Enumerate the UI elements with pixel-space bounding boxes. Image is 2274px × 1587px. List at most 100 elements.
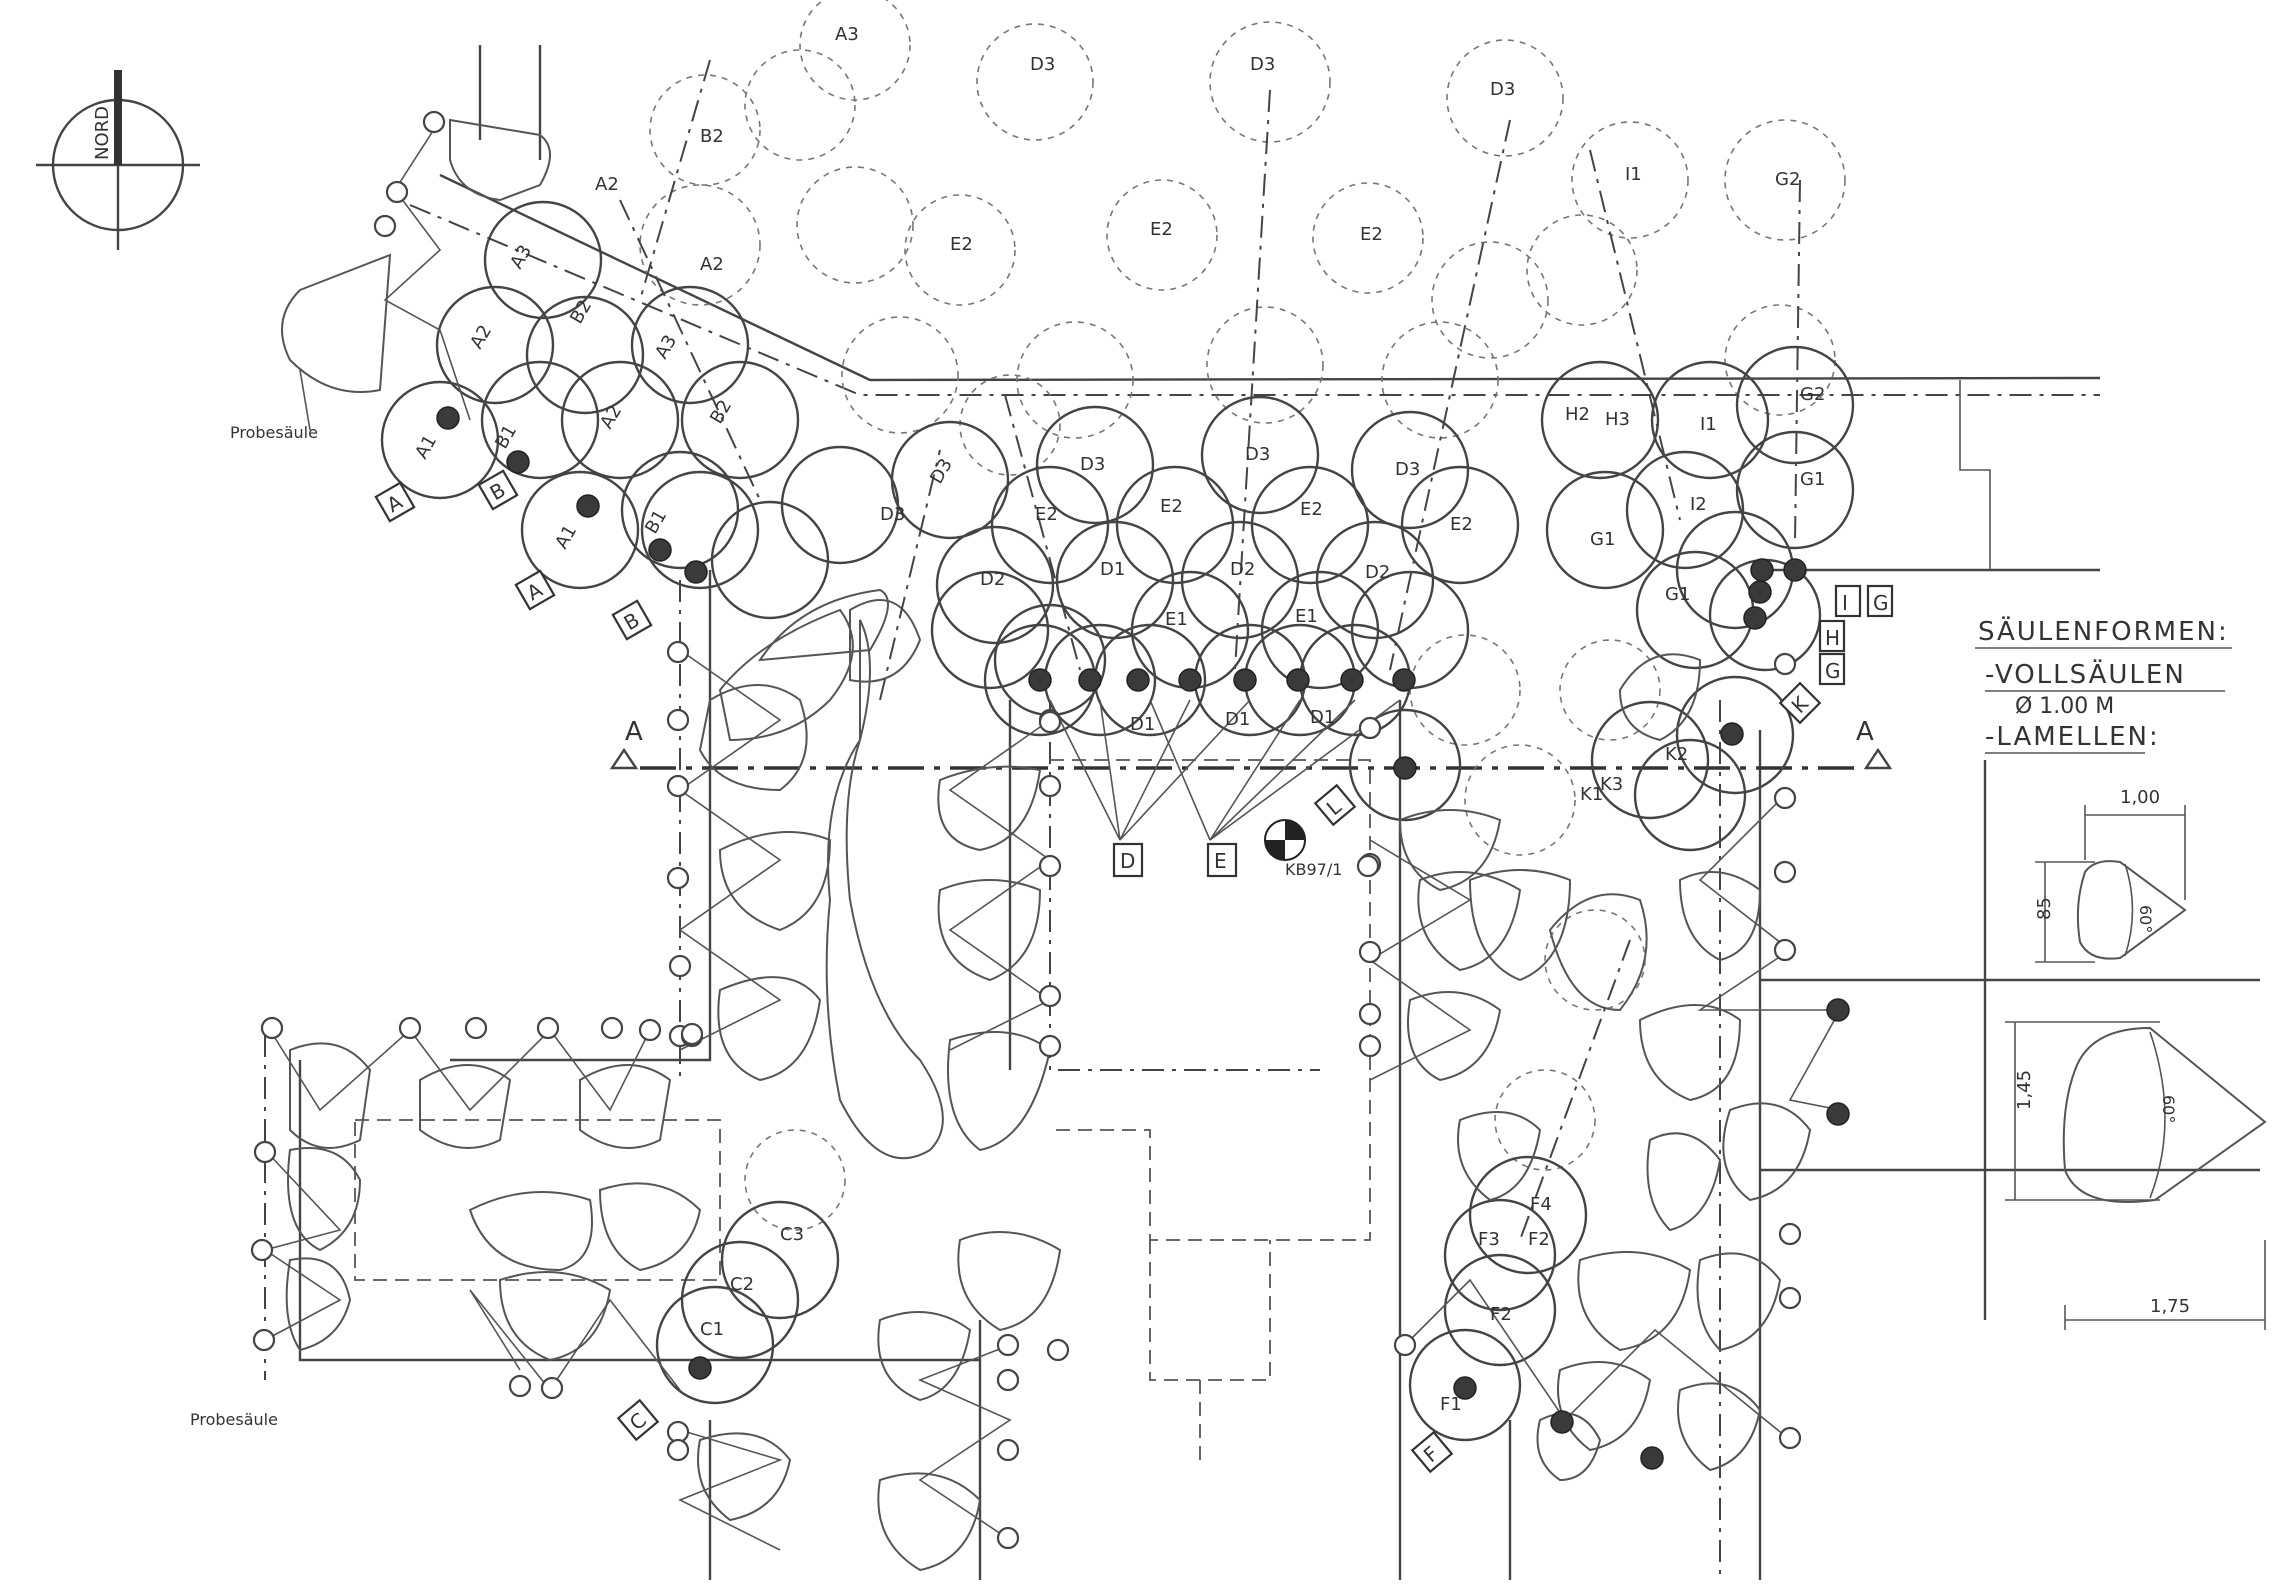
large-height-label: 1,45 [2014,1070,2035,1110]
row-tag: G [1866,584,1894,618]
row-tag: B [477,469,519,511]
svg-text:F3: F3 [1478,1229,1500,1250]
svg-text:G1: G1 [1665,584,1690,605]
svg-text:D3: D3 [1080,454,1105,475]
svg-text:C3: C3 [780,1224,804,1245]
row-tag: I [1834,584,1862,618]
svg-text:D3: D3 [1395,459,1420,480]
legend-solid-diameter: Ø 1.00 M [2015,694,2114,719]
svg-text:A2: A2 [596,401,626,432]
north-label: NORD [92,106,113,160]
svg-text:G1: G1 [1590,529,1615,550]
svg-text:E2: E2 [1360,224,1383,245]
svg-text:C2: C2 [730,1274,754,1295]
svg-text:B2: B2 [566,296,596,327]
svg-text:D2: D2 [1365,562,1390,583]
svg-text:H3: H3 [1605,409,1630,430]
svg-text:A3: A3 [835,24,859,45]
probe-label-bottom: Probesäule [190,1410,278,1429]
svg-text:G2: G2 [1775,169,1800,190]
svg-text:F2: F2 [1528,1229,1550,1250]
svg-text:D1: D1 [1310,707,1335,728]
svg-text:E: E [1214,849,1227,873]
svg-text:B2: B2 [706,396,736,427]
small-angle-label: 60° [2136,905,2155,933]
open-piles [250,110,1802,1550]
section-line: A A [609,717,1893,770]
section-label-left: A [625,717,645,747]
legend: SÄULENFORMEN: -VOLLSÄULEN Ø 1.00 M -LAME… [1975,615,2267,1330]
svg-text:I2: I2 [1690,494,1707,515]
existing-piles [639,0,1846,1231]
svg-text:D2: D2 [1230,559,1255,580]
svg-text:E2: E2 [1300,499,1323,520]
row-tag: D [1112,842,1144,878]
svg-text:D2: D2 [980,569,1005,590]
svg-text:D1: D1 [1130,714,1155,735]
svg-text:A3: A3 [506,241,536,272]
svg-text:D3: D3 [880,504,905,525]
svg-text:A1: A1 [411,431,441,462]
svg-text:D3: D3 [1245,444,1270,465]
svg-text:A1: A1 [551,521,581,552]
svg-text:D: D [1120,849,1135,873]
row-tag: K [1778,681,1822,725]
svg-text:A2: A2 [700,254,724,275]
row-tags: A B A B I G H G K D E L C F [374,469,1894,1474]
borehole-label: KB97/1 [1285,860,1342,879]
svg-text:A3: A3 [651,331,681,362]
svg-text:B2: B2 [700,126,724,147]
borehole-icon [1264,819,1306,861]
svg-text:G: G [1873,591,1889,615]
svg-text:E1: E1 [1165,609,1188,630]
row-tag: H [1818,619,1846,653]
large-width-label: 1,75 [2150,1296,2190,1317]
svg-text:D1: D1 [1225,709,1250,730]
svg-text:G2: G2 [1800,384,1825,405]
svg-text:G1: G1 [1800,469,1825,490]
row-tag: E [1206,842,1238,878]
filled-piles [436,406,1850,1470]
legend-title: SÄULENFORMEN: [1978,615,2229,647]
svg-text:E2: E2 [1035,504,1058,525]
svg-text:D1: D1 [1100,559,1125,580]
svg-text:H2: H2 [1565,404,1590,425]
large-angle-label: 60° [2159,1095,2178,1123]
svg-text:G: G [1825,659,1841,683]
row-tag: C [616,1398,660,1442]
svg-text:D3: D3 [926,455,957,487]
svg-text:K2: K2 [1665,744,1688,765]
row-tag: G [1818,652,1846,686]
svg-text:A2: A2 [595,174,619,195]
svg-text:D3: D3 [1250,54,1275,75]
svg-text:F2: F2 [1490,1304,1512,1325]
lamella-elements [281,118,1812,1572]
svg-text:E2: E2 [950,234,973,255]
secant-pile-rings [380,200,1855,1442]
annotations: Probesäule Probesäule KB97/1 [190,369,1342,1429]
small-width-label: 1,00 [2120,787,2160,808]
zigzag-lines [263,59,1842,1551]
svg-text:I: I [1842,591,1848,615]
svg-text:K3: K3 [1600,774,1623,795]
svg-text:I1: I1 [1625,164,1642,185]
small-lamella-shape: 1,00 85 60° [2034,787,2187,963]
ring-labels: A3 A2 B2 B1 A1 A1 B1 A3 A2 B2 D3 D3 D3 D… [411,24,1825,1415]
probe-label-top: Probesäule [230,423,318,442]
small-height-label: 85 [2034,897,2055,920]
building-outlines [264,45,2260,1580]
svg-text:C1: C1 [700,1319,724,1340]
legend-solid: -VOLLSÄULEN [1985,658,2186,690]
svg-text:E2: E2 [1450,514,1473,535]
svg-text:E1: E1 [1295,606,1318,627]
row-tag: L [1313,783,1357,827]
svg-text:D3: D3 [1030,54,1055,75]
large-lamella-shape: 1,45 60° 1,75 [2005,1021,2267,1330]
north-arrow: NORD [36,70,200,250]
svg-text:D3: D3 [1490,79,1515,100]
row-tag: B [611,599,653,641]
svg-text:E2: E2 [1150,219,1173,240]
svg-text:A2: A2 [466,321,496,352]
svg-text:H: H [1825,626,1840,650]
